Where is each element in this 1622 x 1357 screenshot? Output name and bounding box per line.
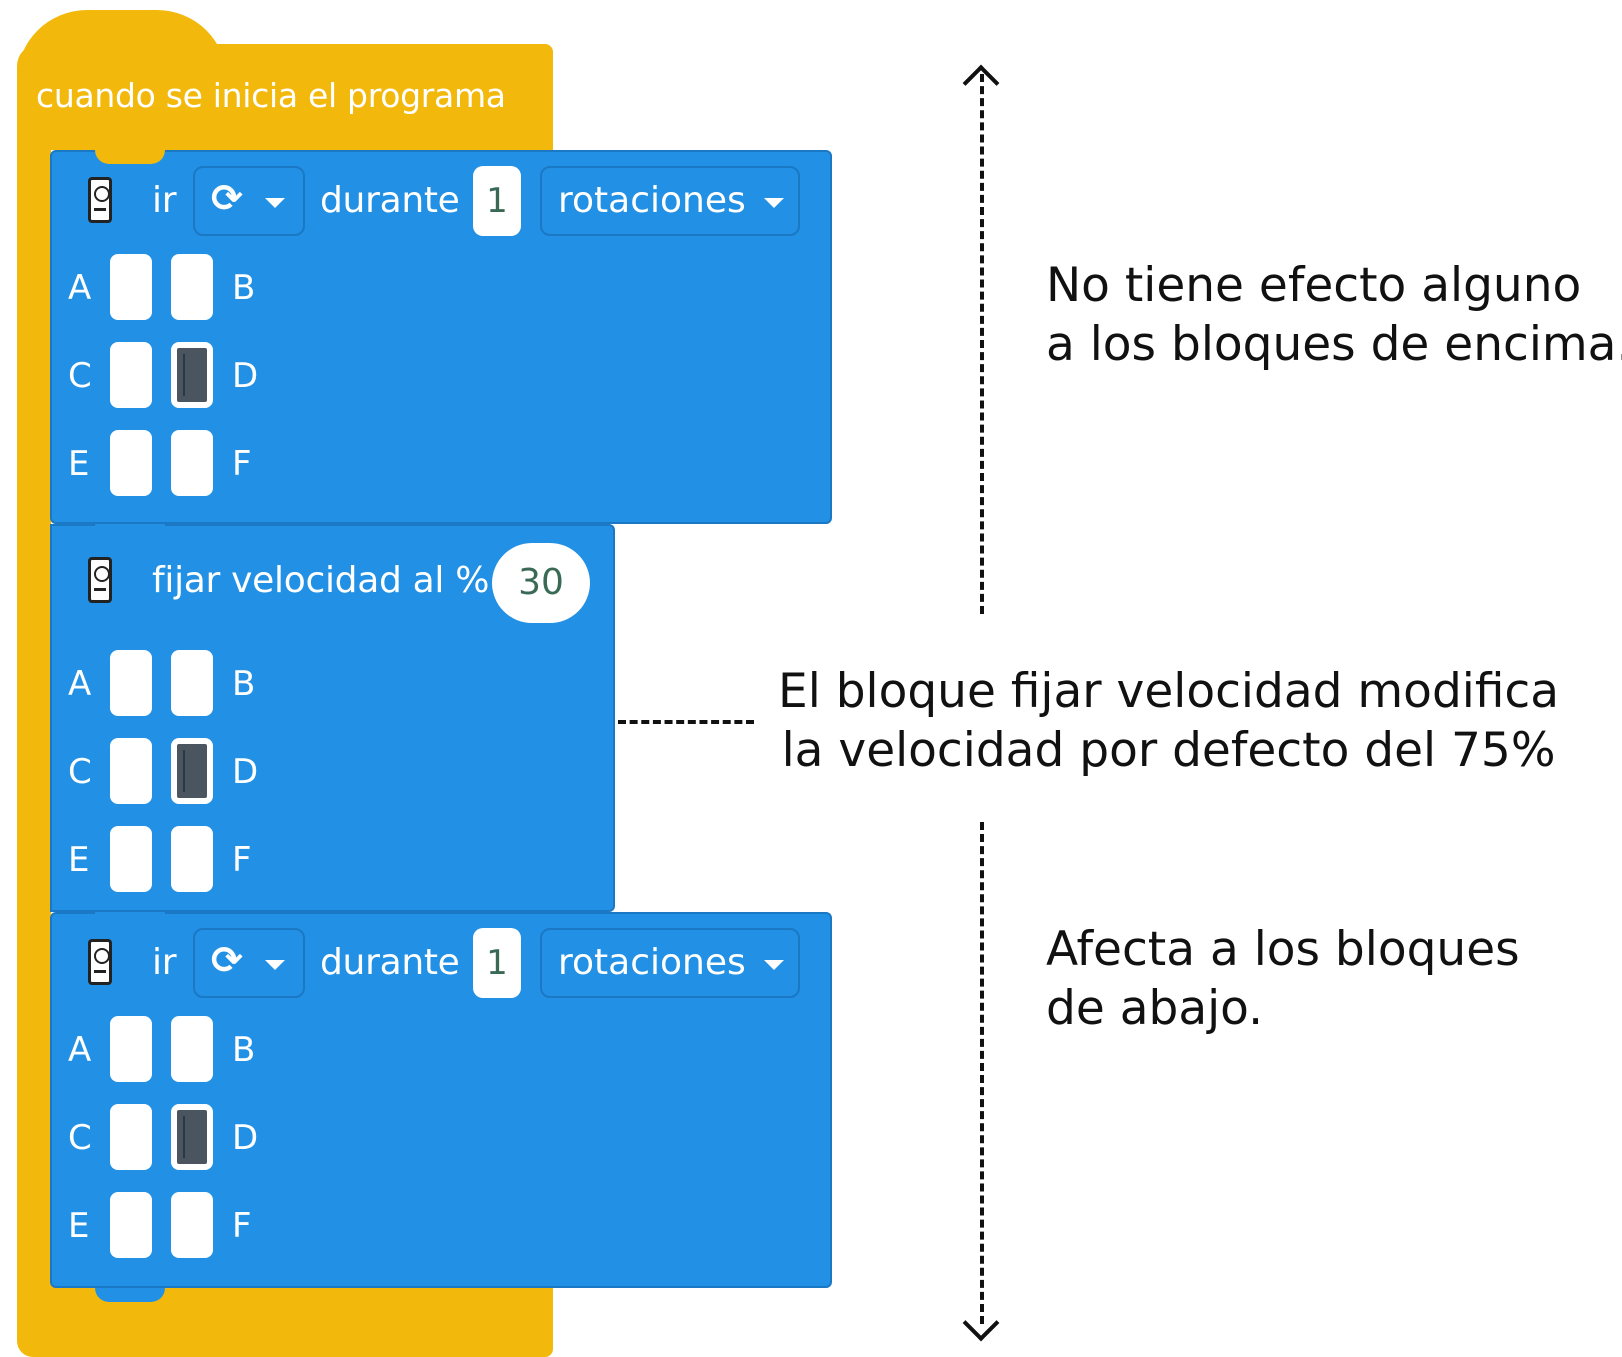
port-label-b: B	[232, 268, 256, 308]
set-speed-label: fijar velocidad al %	[152, 560, 490, 601]
port-label-d: D	[232, 356, 259, 396]
port-a-toggle[interactable]	[110, 1016, 152, 1082]
note-below-line-1: Afecta a los bloques	[1046, 922, 1520, 977]
speed-input[interactable]: 30	[492, 543, 590, 623]
port-e-toggle[interactable]	[110, 1192, 152, 1258]
port-c-toggle[interactable]	[110, 738, 152, 804]
port-label-f: F	[232, 1206, 252, 1246]
port-label-c: C	[68, 752, 92, 792]
block-notch	[95, 150, 165, 164]
port-d-toggle-selected[interactable]	[171, 1104, 213, 1170]
port-a-toggle[interactable]	[110, 650, 152, 716]
port-label-f: F	[232, 840, 252, 880]
block-notch	[95, 912, 165, 926]
direction-dropdown[interactable]: ⟳	[193, 928, 305, 998]
port-label-c: C	[68, 1118, 92, 1158]
port-label-d: D	[232, 752, 259, 792]
port-d-toggle-selected[interactable]	[171, 738, 213, 804]
port-f-toggle[interactable]	[171, 826, 213, 892]
port-label-e: E	[68, 840, 90, 880]
scope-line-below	[980, 822, 984, 1324]
port-label-c: C	[68, 356, 92, 396]
port-b-toggle[interactable]	[171, 1016, 213, 1082]
action-label: ir	[152, 942, 177, 983]
amount-input[interactable]: 1	[473, 928, 521, 998]
note-above-line-2: a los bloques de encima.	[1046, 317, 1622, 372]
port-b-toggle[interactable]	[171, 254, 213, 320]
note-below-line-2: de abajo.	[1046, 981, 1264, 1036]
during-label: durante	[320, 180, 460, 221]
port-c-toggle[interactable]	[110, 1104, 152, 1170]
motor-icon	[88, 939, 112, 985]
port-label-a: A	[68, 664, 92, 704]
port-c-toggle[interactable]	[110, 342, 152, 408]
action-label: ir	[152, 180, 177, 221]
direction-dropdown[interactable]: ⟳	[193, 166, 305, 236]
note-below: Afecta a los bloques de abajo.	[1046, 920, 1520, 1038]
port-a-toggle[interactable]	[110, 254, 152, 320]
arrow-down-icon	[962, 1304, 1000, 1342]
note-above: No tiene efecto alguno a los bloques de …	[1046, 256, 1622, 374]
pointer-line	[618, 720, 754, 724]
note-above-line-1: No tiene efecto alguno	[1046, 258, 1582, 313]
hat-block-label: cuando se inicia el programa	[36, 76, 506, 115]
note-middle-line-2: la velocidad por defecto del 75%	[781, 723, 1556, 778]
port-label-a: A	[68, 1030, 92, 1070]
unit-dropdown[interactable]: rotaciones	[540, 928, 800, 998]
port-label-b: B	[232, 1030, 256, 1070]
unit-dropdown[interactable]: rotaciones	[540, 166, 800, 236]
scope-line-above	[980, 74, 984, 614]
port-b-toggle[interactable]	[171, 650, 213, 716]
port-f-toggle[interactable]	[171, 430, 213, 496]
port-e-toggle[interactable]	[110, 430, 152, 496]
port-label-e: E	[68, 444, 90, 484]
block-notch	[95, 1288, 165, 1302]
rotate-clockwise-icon: ⟳	[211, 938, 243, 982]
port-label-a: A	[68, 268, 92, 308]
port-label-b: B	[232, 664, 256, 704]
port-label-f: F	[232, 444, 252, 484]
amount-input[interactable]: 1	[473, 166, 521, 236]
unit-label: rotaciones	[558, 180, 746, 221]
motor-icon	[88, 557, 112, 603]
port-d-toggle-selected[interactable]	[171, 342, 213, 408]
port-e-toggle[interactable]	[110, 826, 152, 892]
note-middle-line-1: El bloque fijar velocidad modifica	[778, 664, 1560, 719]
hat-block-header[interactable]	[17, 44, 553, 150]
chevron-down-icon	[764, 960, 784, 970]
chevron-down-icon	[265, 960, 285, 970]
hat-block-spine	[17, 140, 51, 1270]
port-f-toggle[interactable]	[171, 1192, 213, 1258]
chevron-down-icon	[265, 198, 285, 208]
motor-icon	[88, 177, 112, 223]
block-notch	[95, 524, 165, 538]
during-label: durante	[320, 942, 460, 983]
rotate-clockwise-icon: ⟳	[211, 176, 243, 220]
unit-label: rotaciones	[558, 942, 746, 983]
chevron-down-icon	[764, 198, 784, 208]
port-label-d: D	[232, 1118, 259, 1158]
port-label-e: E	[68, 1206, 90, 1246]
note-middle: El bloque fijar velocidad modifica la ve…	[778, 662, 1559, 780]
